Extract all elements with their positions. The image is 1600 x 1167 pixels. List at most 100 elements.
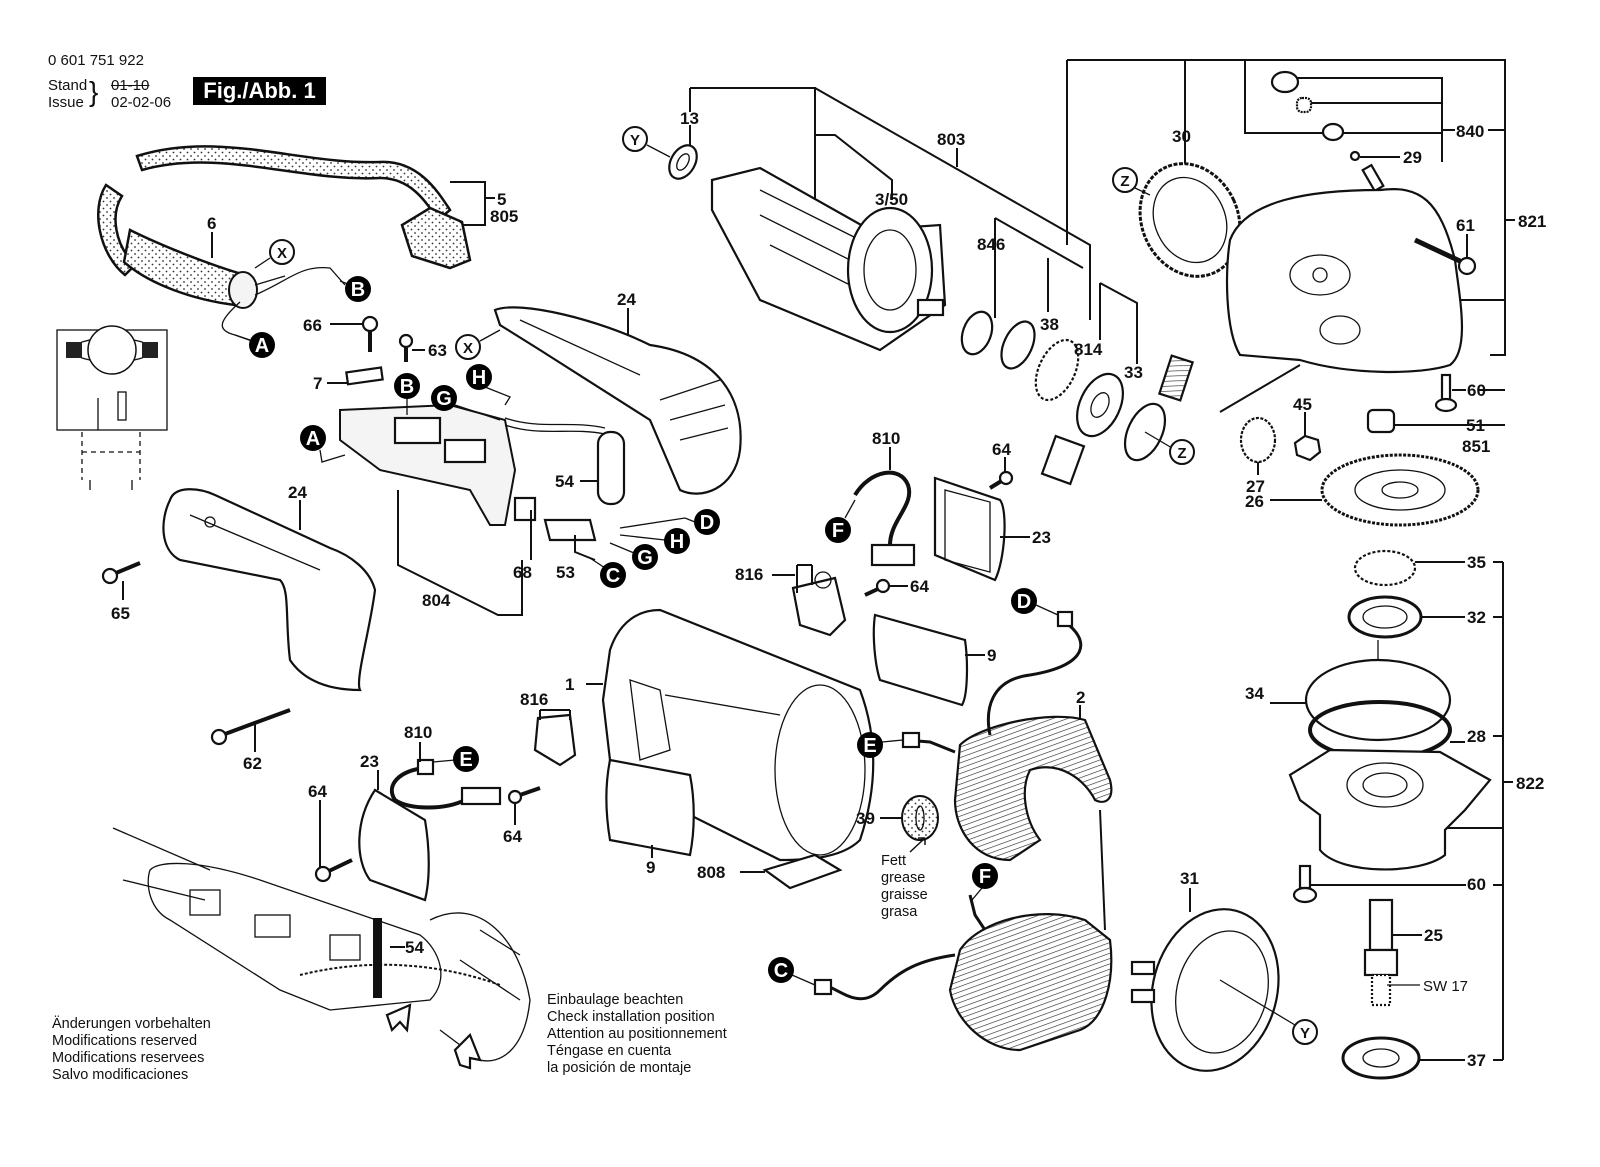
bracket-846 xyxy=(994,217,1084,318)
part-label-24-side: 24 xyxy=(288,483,307,502)
ref-Z-gear: Z xyxy=(1112,167,1151,196)
wiring-schematic xyxy=(56,325,168,490)
screw-64-d xyxy=(314,858,353,883)
part-label-803: 803 xyxy=(937,130,965,149)
flange-37 xyxy=(1341,1036,1421,1080)
pin-parts-840 xyxy=(1270,70,1385,193)
stand-value: 01-10 xyxy=(111,77,150,94)
cover-23-top xyxy=(933,476,1006,582)
pinion-27 xyxy=(1239,416,1277,464)
bracket-804 xyxy=(397,490,523,616)
part-label-851: 851 xyxy=(1462,437,1490,456)
part-label-808: 808 xyxy=(697,863,725,882)
note-line: Attention au positionnement xyxy=(547,1026,727,1042)
connector-G-lower: G xyxy=(609,542,658,570)
bracket-5-805 xyxy=(450,181,486,226)
connector-A-switch: A xyxy=(300,425,346,463)
part-label-27: 27 xyxy=(1246,477,1265,496)
part-label-68: 68 xyxy=(513,563,532,582)
handle-side-24 xyxy=(162,488,377,692)
connector-plug xyxy=(1056,610,1074,628)
connector-label: C xyxy=(606,565,620,587)
screw-64-b xyxy=(988,470,1014,490)
ref-label: X xyxy=(277,245,287,262)
brush-holder-piece xyxy=(1157,354,1195,402)
connector-label: G xyxy=(436,388,452,410)
part-label-804: 804 xyxy=(422,591,451,610)
note-line: Änderungen vorbehalten xyxy=(52,1016,211,1032)
issue-label: Issue xyxy=(48,94,84,111)
part-label-61: 61 xyxy=(1456,216,1475,235)
flange-housing xyxy=(1288,748,1492,871)
wire xyxy=(504,424,606,435)
connector-label: E xyxy=(863,735,876,757)
nut-45 xyxy=(1293,434,1322,462)
note-line: Modifications reservees xyxy=(52,1050,205,1066)
part-label-51: 51 xyxy=(1466,416,1485,435)
part-label-816: 816 xyxy=(735,565,763,584)
grease-note: Fett grease graisse grasa xyxy=(881,853,928,921)
part-label-810-left: 810 xyxy=(404,723,432,742)
grease-arrow-icon xyxy=(909,837,926,853)
connector-label: F xyxy=(832,520,844,542)
part-label-821: 821 xyxy=(1518,212,1546,231)
bearing-814 xyxy=(1076,372,1124,438)
part-label-805: 805 xyxy=(490,207,518,226)
ref-Y-baffle: Y xyxy=(1219,979,1318,1045)
part-label-23-left: 23 xyxy=(360,752,379,771)
spindle-25 xyxy=(1363,898,1399,1007)
connector-label: C xyxy=(774,960,788,982)
wrench-size-label: SW 17 xyxy=(1423,978,1468,995)
connector-label: A xyxy=(255,335,269,357)
part-number: 0 601 751 922 xyxy=(48,52,144,69)
field-coil-top xyxy=(953,715,1113,862)
bracket-816 xyxy=(796,564,813,593)
brush-holder-816-top xyxy=(791,571,847,637)
seal-32 xyxy=(1347,595,1423,639)
installation-note: Einbaulage beachten Check installation p… xyxy=(547,992,727,1077)
figure-label: Fig./Abb. 1 xyxy=(193,77,326,105)
bracket-803 xyxy=(689,87,1091,320)
note-line: Salvo modificaciones xyxy=(52,1067,189,1083)
part-label-26: 26 xyxy=(1245,492,1264,511)
armature-3-50 xyxy=(710,166,947,352)
part-label-63: 63 xyxy=(428,341,447,360)
connector-plug xyxy=(901,731,921,749)
connector-label: B xyxy=(400,376,414,398)
leader-line xyxy=(1099,809,1106,931)
part-label-5: 5 xyxy=(497,190,506,209)
part-label-60-bottom: 60 xyxy=(1467,875,1486,894)
part-label-64-a: 64 xyxy=(910,577,929,596)
part-label-822: 822 xyxy=(1516,774,1544,793)
retaining-ring-846 xyxy=(960,310,1036,370)
screw-62 xyxy=(210,708,291,746)
ref-label: Z xyxy=(1177,445,1186,462)
part-label-7: 7 xyxy=(313,374,322,393)
part-label-34: 34 xyxy=(1245,684,1264,703)
part-label-9-left: 9 xyxy=(646,858,655,877)
connector-D-switch: D xyxy=(619,509,720,535)
part-label-2: 2 xyxy=(1076,688,1085,707)
bearing-13 xyxy=(668,144,698,180)
bracket-821 xyxy=(1066,59,1515,426)
stand-label: Stand xyxy=(48,77,88,94)
bracket-816-left xyxy=(539,709,571,720)
part-label-64-b: 64 xyxy=(992,440,1011,459)
connector-label: H xyxy=(670,531,684,553)
cover-plate-9-right xyxy=(872,613,969,707)
connector-label: H xyxy=(472,367,486,389)
part-label-33: 33 xyxy=(1124,363,1143,382)
note-line: Téngase en cuenta xyxy=(547,1043,672,1059)
note-line: la posición de montaje xyxy=(547,1060,692,1076)
connector-B-switch: B xyxy=(394,373,420,415)
connector-plug xyxy=(813,978,833,996)
connector-label: D xyxy=(700,512,714,534)
screw-66 xyxy=(361,315,379,352)
field-coil-bottom xyxy=(948,913,1113,1052)
connector-H-switch: H xyxy=(466,364,511,406)
connector-label: A xyxy=(306,428,320,450)
connector-F-brush: F xyxy=(825,499,856,543)
part-label-66: 66 xyxy=(303,316,322,335)
part-label-45: 45 xyxy=(1293,395,1312,414)
